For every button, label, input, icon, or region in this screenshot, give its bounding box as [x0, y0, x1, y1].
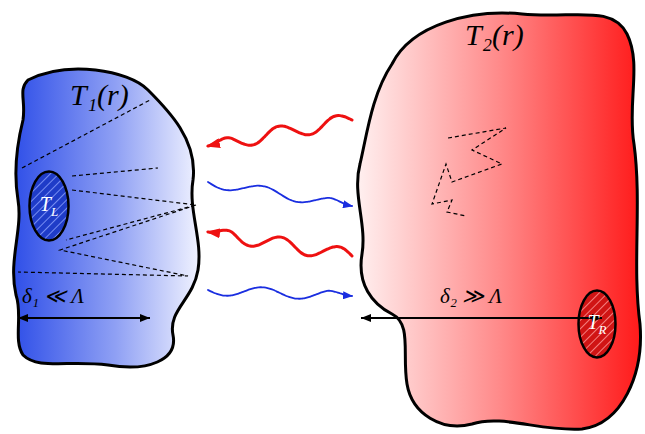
- cold-body: T₁(r) TL: [8, 60, 208, 375]
- heat-radiation-arrow: [208, 182, 352, 206]
- ray-line: [18, 205, 196, 276]
- dimension-label: δ₁ ≪ Λ: [22, 284, 84, 309]
- hot-reservoir: TR: [577, 289, 617, 359]
- heat-radiation-arrow: [208, 230, 352, 256]
- ray-line: [22, 100, 150, 168]
- temperature-label: TR: [587, 311, 606, 338]
- random-walk: [432, 128, 506, 216]
- dimension-arrow: [361, 317, 602, 319]
- body-outline: [14, 69, 199, 367]
- reservoir-ellipse: [579, 291, 616, 358]
- heat-radiation-arrow: [208, 116, 352, 146]
- hot-body-outline: [352, 4, 642, 432]
- temperature-label: T₂(r): [465, 18, 524, 52]
- body-outline: [358, 13, 641, 429]
- heat-radiation-arrow: [208, 287, 352, 298]
- cold-reservoir: TL: [28, 170, 70, 242]
- hot-body: T₂(r) TR: [352, 4, 642, 432]
- dimension-arrow: [18, 317, 150, 319]
- temperature-label: T₁(r): [70, 78, 129, 112]
- ray-line: [72, 168, 158, 176]
- ray-line: [66, 190, 196, 240]
- temperature-label: TL: [40, 193, 58, 220]
- reservoir-ellipse: [30, 172, 69, 241]
- dimension-label: δ₂ ≫ Λ: [440, 284, 502, 309]
- ray-paths: [18, 100, 196, 276]
